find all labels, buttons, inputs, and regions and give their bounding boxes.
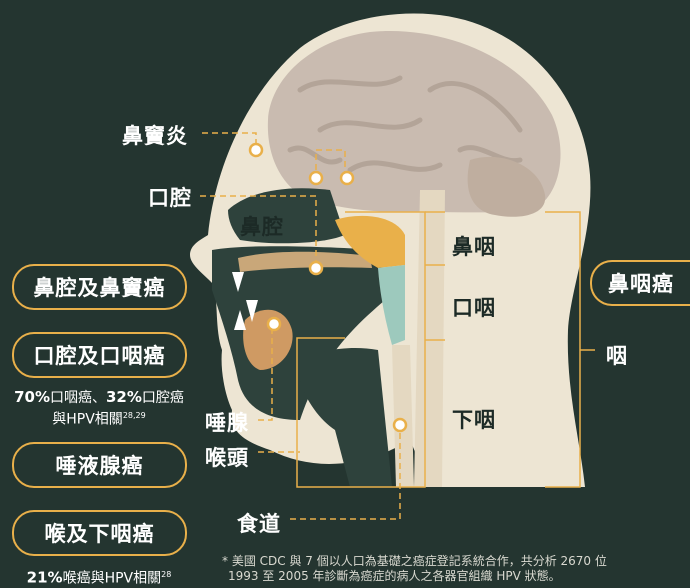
stat-larynx-ref: 28 xyxy=(161,570,172,579)
label-oropharynx: 口咽 xyxy=(452,296,496,320)
stat-oral-pct2: 32% xyxy=(106,388,142,406)
oral-cavity-region xyxy=(212,246,385,420)
label-larynx: 喉頭 xyxy=(205,446,249,470)
stat-oral-text2: 口腔癌 xyxy=(141,390,184,406)
footnote-line1: * 美國 CDC 與 7 個以人口為基礎之癌症登記系統合作，共分析 2670 位 xyxy=(222,554,607,568)
nasopharynx-region xyxy=(335,215,405,268)
pill-larynx-hypopharynx-cancer: 喉及下咽癌 xyxy=(12,510,187,556)
esophagus-region xyxy=(392,345,414,487)
palate xyxy=(238,251,372,272)
region-brackets xyxy=(296,211,595,488)
label-salivary-gland: 唾腺 xyxy=(205,411,249,435)
stat-oral-line2: 與HPV相關 xyxy=(52,411,123,428)
larynx-region xyxy=(300,348,392,487)
teeth xyxy=(232,272,258,330)
label-sinusitis: 鼻竇炎 xyxy=(122,124,188,148)
label-nasal-cavity: 鼻腔 xyxy=(240,215,284,239)
footnote-line2: 1993 至 2005 年診斷為癌症的病人之各器官組織 HPV 狀態。 xyxy=(228,569,561,583)
stat-larynx-pct: 21% xyxy=(26,568,63,587)
label-hypopharynx: 下咽 xyxy=(452,408,496,432)
stat-larynx-hpv: 21%喉癌與HPV相關28 xyxy=(5,566,193,588)
stat-oral-hpv: 70%口咽癌、32%口腔癌 與HPV相關28,29 xyxy=(5,388,193,429)
pill-salivary-gland-cancer: 唾液腺癌 xyxy=(12,442,187,488)
label-esophagus: 食道 xyxy=(237,512,281,536)
brain-folds xyxy=(287,75,523,173)
label-nasopharynx: 鼻咽 xyxy=(452,235,496,259)
label-oral-cavity: 口腔 xyxy=(148,186,192,210)
cerebellum xyxy=(467,156,546,217)
label-pharynx: 咽 xyxy=(606,344,628,368)
pill-nasal-sinus-cancer: 鼻腔及鼻竇癌 xyxy=(12,264,187,310)
stat-larynx-text: 喉癌與HPV相關 xyxy=(62,570,162,587)
marker-dots xyxy=(248,142,408,433)
pill-oral-oropharyngeal-cancer: 口腔及口咽癌 xyxy=(12,332,187,378)
pill-nasopharyngeal-cancer: 鼻咽癌 xyxy=(590,260,690,306)
stat-oral-text1: 口咽癌、 xyxy=(50,390,106,406)
stat-oral-ref: 28,29 xyxy=(122,411,146,420)
stat-oral-pct1: 70% xyxy=(14,388,50,406)
oropharynx-region xyxy=(378,265,405,345)
